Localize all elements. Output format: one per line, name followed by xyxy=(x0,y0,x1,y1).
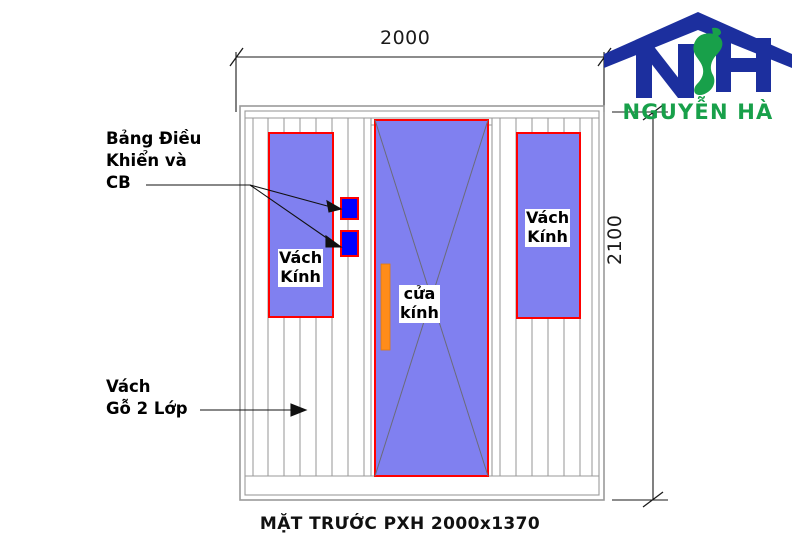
label-left-glass-panel: Vách Kính xyxy=(278,248,324,287)
control-panel-box[interactable] xyxy=(340,197,359,220)
dimension-top xyxy=(229,47,612,112)
logo-mark xyxy=(604,12,792,98)
leader-control-arrow-2 xyxy=(325,234,343,248)
letter-n-icon xyxy=(636,44,694,98)
dimension-width-label: 2000 xyxy=(380,27,431,49)
letter-h-icon xyxy=(716,38,771,92)
cabin-outer-rect xyxy=(239,105,605,501)
dim-right-tick-top xyxy=(642,104,664,121)
dim-right-tick-bottom xyxy=(642,491,664,508)
leader-wood-arrow xyxy=(290,403,308,417)
dimension-height-label: 2100 xyxy=(604,214,626,265)
leader-control-arm-1 xyxy=(249,184,332,208)
label-wood-wall: Vách Gỗ 2 Lớp xyxy=(106,377,188,418)
leader-control-arrow-1 xyxy=(326,199,343,213)
left-glass-panel[interactable] xyxy=(268,132,334,318)
vietnam-map-north-icon xyxy=(712,27,721,37)
leader-control-arm-2 xyxy=(249,184,332,242)
label-control-panel: Bảng Điều Khiển và CB xyxy=(106,129,202,192)
drawing-caption: MẶT TRƯỚC PXH 2000x1370 xyxy=(259,514,541,534)
leader-wood-wall xyxy=(200,403,308,417)
leader-control-panel xyxy=(146,184,343,248)
company-logo: NGUYỄN HÀ xyxy=(600,8,796,128)
label-glass-door: cửa kính xyxy=(399,284,440,323)
dimension-right xyxy=(612,104,668,508)
dim-top-tick-left xyxy=(229,47,244,67)
roof-icon xyxy=(604,12,792,68)
door-handle[interactable] xyxy=(380,263,391,351)
cabin-frame xyxy=(239,105,605,501)
circuit-breaker-box[interactable] xyxy=(340,230,359,257)
vietnam-map-icon xyxy=(693,33,723,96)
logo-brand-text: NGUYỄN HÀ xyxy=(622,100,774,124)
label-right-glass-panel: Vách Kính xyxy=(525,208,571,247)
cabin-inner-rect xyxy=(244,110,600,496)
